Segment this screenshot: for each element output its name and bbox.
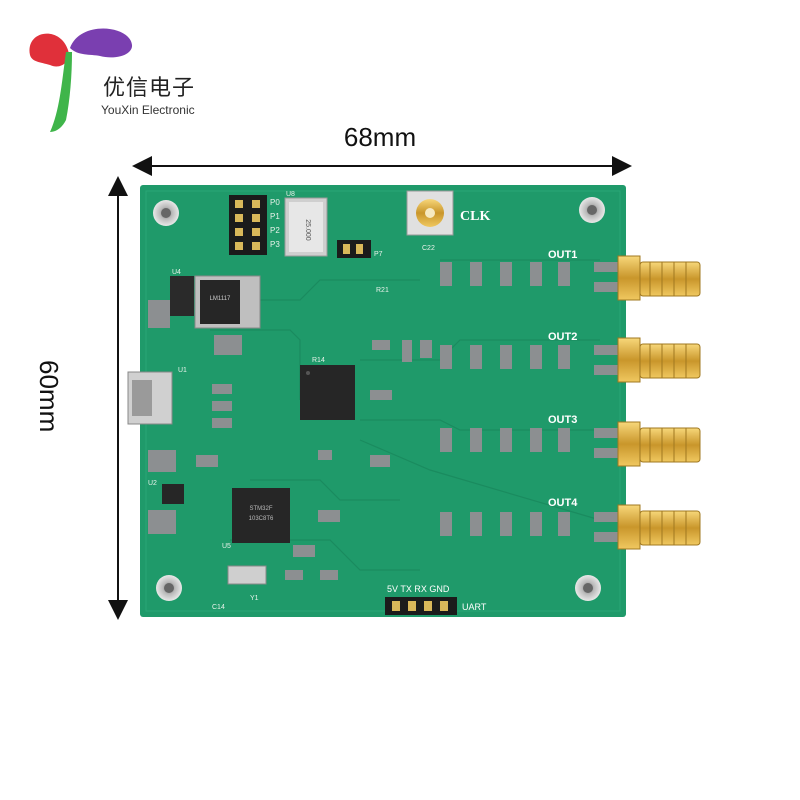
svg-text:25.000: 25.000: [304, 219, 311, 241]
width-dimension-label: 68mm: [343, 122, 417, 152]
svg-text:P2: P2: [270, 226, 280, 235]
svg-text:P3: P3: [270, 240, 280, 249]
out4-label: OUT4: [548, 497, 578, 509]
filter-row-3: [440, 428, 620, 458]
svg-text:U8: U8: [286, 191, 295, 198]
youxin-logo-icon: [29, 28, 133, 132]
svg-text:Y1: Y1: [250, 595, 259, 602]
svg-text:P7: P7: [374, 251, 383, 258]
ldo-regulator: LM1117: [170, 275, 261, 329]
sma-out1: [617, 255, 701, 301]
svg-text:C22: C22: [422, 245, 435, 252]
out2-label: OUT2: [548, 331, 577, 343]
filter-row-1: [440, 262, 620, 292]
crystal-y1: [227, 565, 267, 585]
out1-label: OUT1: [548, 249, 577, 261]
filter-row-2: [440, 345, 620, 375]
clk-sma-connector: [406, 190, 454, 236]
svg-text:U4: U4: [172, 269, 181, 276]
uart-pins-label: 5V TX RX GND: [387, 584, 450, 594]
svg-text:U2: U2: [148, 480, 157, 487]
uart-header: [385, 597, 457, 615]
svg-text:P0: P0: [270, 198, 280, 207]
svg-text:103C8T6: 103C8T6: [249, 516, 274, 522]
svg-text:LM1117: LM1117: [210, 296, 231, 302]
svg-text:STM32F: STM32F: [249, 506, 272, 512]
sma-out3: [617, 421, 701, 467]
brand-name-cn: 优信电子: [103, 76, 196, 101]
brand-name-en: YouXin Electronic: [101, 103, 195, 117]
svg-text:U1: U1: [178, 367, 187, 374]
svg-text:R21: R21: [376, 287, 389, 294]
out3-label: OUT3: [548, 414, 577, 426]
svg-text:C14: C14: [212, 604, 225, 611]
filter-row-4: [440, 512, 620, 542]
svg-text:R14: R14: [312, 357, 325, 364]
oscillator: 25.000: [284, 197, 328, 257]
sma-out4: [617, 504, 701, 550]
uart-label: UART: [462, 602, 487, 612]
sma-out2: [617, 337, 701, 383]
ic-u2: [162, 484, 184, 504]
jumper-p7: [337, 240, 371, 258]
ic-u3: [300, 365, 355, 420]
mounting-holes: [153, 197, 605, 601]
svg-text:P1: P1: [270, 212, 280, 221]
mcu-stm32: STM32F 103C8T6: [232, 488, 290, 543]
clk-label: CLK: [460, 209, 490, 224]
svg-text:U5: U5: [222, 543, 231, 550]
